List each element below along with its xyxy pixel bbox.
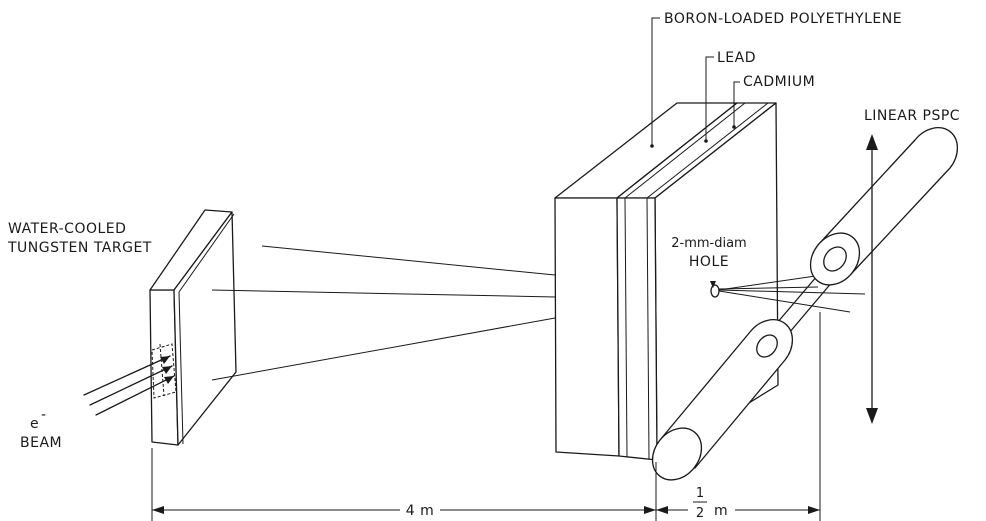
- beam-label: BEAM: [20, 435, 62, 451]
- hole-label-line2: HOLE: [689, 254, 729, 270]
- beam-spot: [151, 343, 177, 399]
- target-label-line1: WATER-COOLED: [8, 221, 126, 237]
- label-leaders: [650, 17, 740, 148]
- distance-half-numerator: 1: [696, 486, 704, 501]
- cadmium-label: CADMIUM: [743, 74, 815, 90]
- electron-sup-label: -: [41, 407, 47, 423]
- pspc-label: LINEAR PSPC: [864, 108, 960, 124]
- distance-half-denominator: 2: [696, 506, 704, 521]
- motion-arrow: [866, 134, 878, 424]
- hole-label-line1: 2-mm-diam: [671, 236, 746, 251]
- dimension-lines: [151, 312, 821, 521]
- distance-half-unit: m: [714, 503, 728, 519]
- linear-pspc-detector: [651, 126, 959, 481]
- boron-label: BORON-LOADED POLYETHYLENE: [664, 11, 902, 27]
- distance-4m-label: 4 m: [406, 503, 435, 519]
- electron-label: e: [30, 416, 39, 432]
- electron-beam: [83, 355, 175, 416]
- x-ray-paths: [211, 245, 556, 381]
- lead-label: LEAD: [717, 50, 756, 66]
- tungsten-target: [149, 209, 237, 446]
- target-label-line2: TUNGSTEN TARGET: [7, 240, 152, 256]
